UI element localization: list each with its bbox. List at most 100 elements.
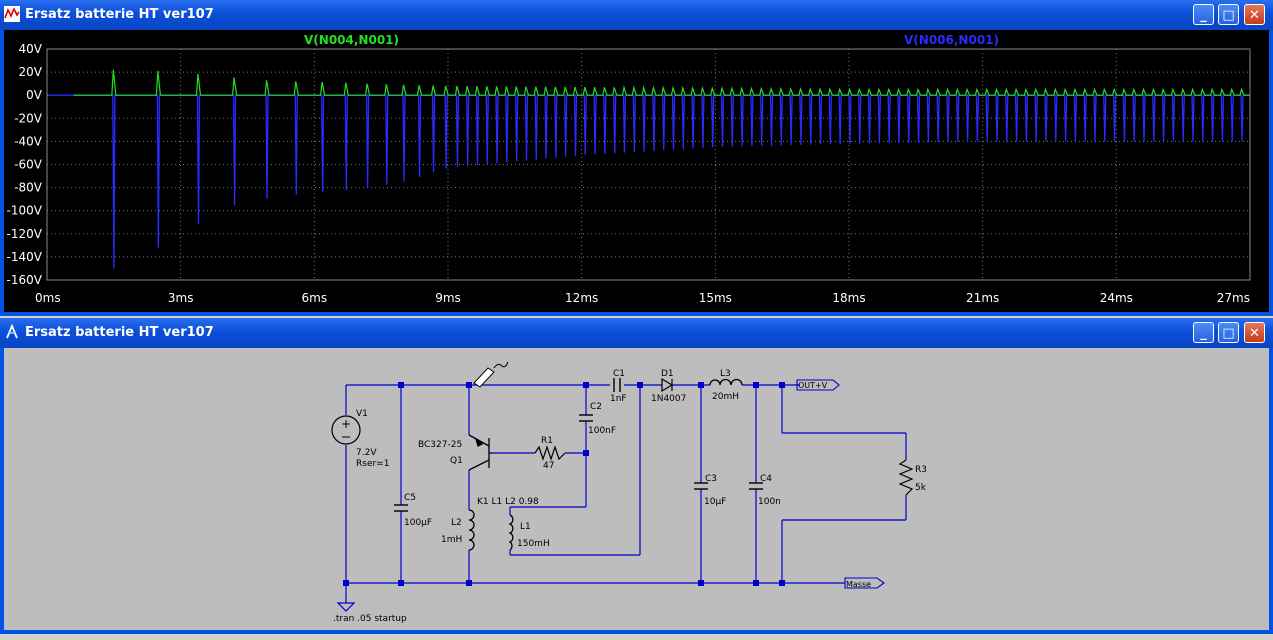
r1-value: 47	[543, 461, 554, 471]
c5-capacitor-symbol[interactable]	[394, 504, 408, 512]
waveform-app-icon	[4, 6, 20, 22]
schematic-titlebar[interactable]: Ersatz batterie HT ver107 _ □ ✕	[0, 318, 1273, 348]
q1-label: Q1	[450, 456, 463, 466]
minimize-button[interactable]: _	[1193, 322, 1214, 343]
x-tick-label: 18ms	[832, 291, 865, 305]
c1-value: 1nF	[610, 394, 627, 404]
c3-capacitor-symbol[interactable]	[694, 482, 708, 490]
minimize-button[interactable]: _	[1193, 4, 1214, 25]
close-icon: ✕	[1249, 326, 1260, 341]
schematic-window-title: Ersatz batterie HT ver107	[25, 325, 214, 340]
r3-resistor-symbol[interactable]	[898, 459, 914, 496]
x-tick-label: 6ms	[302, 291, 328, 305]
r1-resistor-symbol[interactable]	[534, 445, 566, 461]
l1-value: 150mH	[517, 539, 550, 549]
wires	[345, 384, 907, 603]
c2-capacitor-symbol[interactable]	[579, 414, 593, 422]
maximize-icon: □	[1222, 8, 1235, 23]
v1-label: V1	[356, 409, 368, 419]
d1-label: D1	[661, 369, 674, 379]
waveform-plot[interactable]: V(N004,N001) V(N006,N001) 40V 20V 0V -20V -4…	[4, 30, 1269, 312]
plot-pane: V(N004,N001) V(N006,N001) 40V 20V 0V -20V -4…	[4, 30, 1269, 312]
close-button[interactable]: ✕	[1244, 4, 1265, 25]
schematic-window: Ersatz batterie HT ver107 _ □ ✕	[0, 318, 1273, 634]
schematic-pane: + V1 7.2V Rser=1 C5 100µF	[4, 348, 1269, 630]
x-tick-label: 3ms	[168, 291, 194, 305]
l2-inductor-symbol[interactable]	[468, 509, 475, 551]
c2-value: 100nF	[588, 426, 616, 436]
l1-label: L1	[520, 522, 531, 532]
x-tick-label: 15ms	[699, 291, 732, 305]
v1-rser: Rser=1	[356, 459, 389, 469]
l3-value: 20mH	[712, 392, 739, 402]
y-tick-label: -80V	[14, 181, 43, 195]
r3-value: 5k	[915, 483, 927, 493]
probe-icon	[473, 361, 509, 388]
close-icon: ✕	[1249, 8, 1260, 23]
svg-text:+: +	[341, 417, 351, 431]
spice-directive[interactable]: .tran .05 startup	[333, 614, 407, 624]
y-tick-label: 40V	[19, 42, 43, 56]
gnd-net-label: Masse	[846, 580, 871, 589]
l3-inductor-symbol[interactable]	[709, 378, 743, 386]
c4-capacitor-symbol[interactable]	[749, 482, 763, 490]
r1-label: R1	[541, 436, 553, 446]
ground-icon	[336, 602, 356, 612]
l2-label: L2	[451, 518, 462, 528]
x-tick-label: 12ms	[565, 291, 598, 305]
c3-label: C3	[705, 474, 717, 484]
l3-label: L3	[720, 369, 731, 379]
c5-label: C5	[404, 493, 416, 503]
q1-transistor-symbol[interactable]	[468, 434, 492, 471]
y-axis: 40V 20V 0V -20V -40V -60V -80V -100V -120V -140V -…	[7, 42, 43, 287]
d1-diode-symbol[interactable]	[661, 377, 674, 393]
plot-window-title: Ersatz batterie HT ver107	[25, 7, 214, 22]
c4-value: 100n	[758, 497, 781, 507]
y-tick-label: -120V	[7, 227, 43, 241]
out-net-flag[interactable]	[796, 379, 840, 391]
x-tick-label: 27ms	[1217, 291, 1250, 305]
y-tick-label: 20V	[19, 65, 43, 79]
maximize-button[interactable]: □	[1218, 322, 1239, 343]
y-tick-label: -20V	[14, 111, 43, 125]
v1-value: 7.2V	[356, 448, 377, 458]
l1-inductor-symbol[interactable]	[508, 514, 514, 551]
minimize-icon: _	[1200, 326, 1207, 341]
series-line-v-n004[interactable]	[73, 69, 1250, 96]
trace-legend-green[interactable]: V(N004,N001)	[304, 33, 399, 47]
y-tick-label: -160V	[7, 273, 43, 287]
close-button[interactable]: ✕	[1244, 322, 1265, 343]
plot-window: Ersatz batterie HT ver107 _ □ ✕ V(N004,N…	[0, 0, 1273, 316]
c2-label: C2	[590, 402, 602, 412]
y-tick-label: -60V	[14, 158, 43, 172]
junctions	[343, 382, 785, 586]
l2-value: 1mH	[441, 535, 462, 545]
maximize-button[interactable]: □	[1218, 4, 1239, 25]
x-tick-label: 9ms	[435, 291, 461, 305]
schematic-canvas[interactable]: + V1 7.2V Rser=1 C5 100µF	[4, 348, 1269, 630]
y-tick-label: -40V	[14, 134, 43, 148]
coupling-directive[interactable]: K1 L1 L2 0.98	[477, 497, 539, 507]
gnd-net-flag[interactable]	[844, 577, 885, 589]
x-tick-label: 21ms	[966, 291, 999, 305]
x-tick-label: 24ms	[1100, 291, 1133, 305]
maximize-icon: □	[1222, 326, 1235, 341]
y-tick-label: -100V	[7, 204, 43, 218]
y-tick-label: 0V	[26, 88, 43, 102]
c1-capacitor-symbol[interactable]	[613, 378, 621, 392]
c3-value: 10µF	[704, 497, 726, 507]
series-line-v-n006[interactable]	[47, 94, 1250, 269]
trace-legend-blue[interactable]: V(N006,N001)	[904, 33, 999, 47]
c4-label: C4	[760, 474, 772, 484]
y-tick-label: -140V	[7, 250, 43, 264]
traces	[47, 69, 1250, 269]
v1-source-symbol[interactable]: +	[331, 415, 361, 445]
c5-value: 100µF	[404, 518, 432, 528]
r3-label: R3	[915, 465, 927, 475]
c1-label: C1	[613, 369, 625, 379]
x-tick-label: 0ms	[35, 291, 61, 305]
out-net-label: OUT+V	[798, 381, 828, 390]
plot-titlebar[interactable]: Ersatz batterie HT ver107 _ □ ✕	[0, 0, 1273, 30]
d1-value: 1N4007	[651, 394, 686, 404]
minimize-icon: _	[1200, 8, 1207, 23]
